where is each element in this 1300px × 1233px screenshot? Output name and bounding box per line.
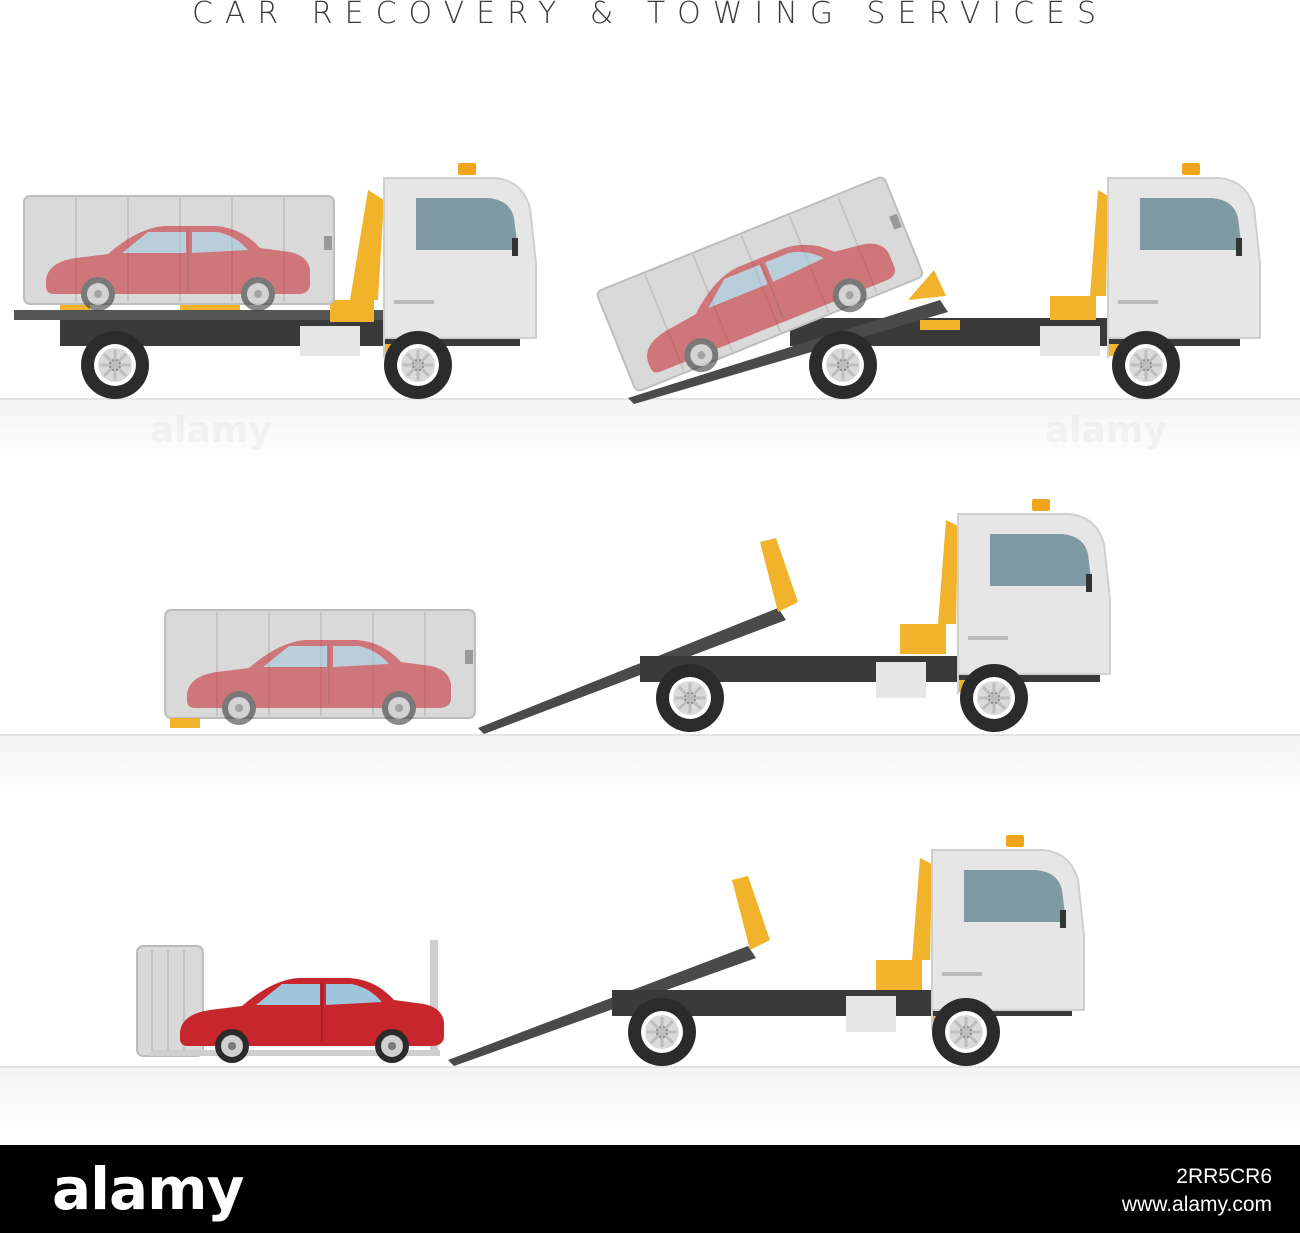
- truck-tilting: [596, 162, 1261, 404]
- footer-url: www.alamy.com: [1121, 1193, 1272, 1216]
- ground-strip-2: [0, 734, 1300, 802]
- truck-car-delivered: [136, 834, 1085, 1068]
- watermark: alamy: [1045, 410, 1167, 451]
- footer-bar: alamy 2RR5CR6 www.alamy.com: [0, 1145, 1300, 1233]
- truck-unloaded-container: [165, 498, 1111, 734]
- illustration: [14, 162, 1261, 1068]
- image-id: 2RR5CR6: [1176, 1165, 1272, 1188]
- footer-info: 2RR5CR6 www.alamy.com: [1122, 1163, 1272, 1219]
- ground-strip-3: [0, 1066, 1300, 1134]
- truck-loaded: [14, 162, 537, 401]
- footer-logo: alamy: [52, 1155, 244, 1223]
- watermark: alamy: [150, 410, 272, 451]
- page-title: CAR RECOVERY & TOWING SERVICES: [191, 0, 1109, 31]
